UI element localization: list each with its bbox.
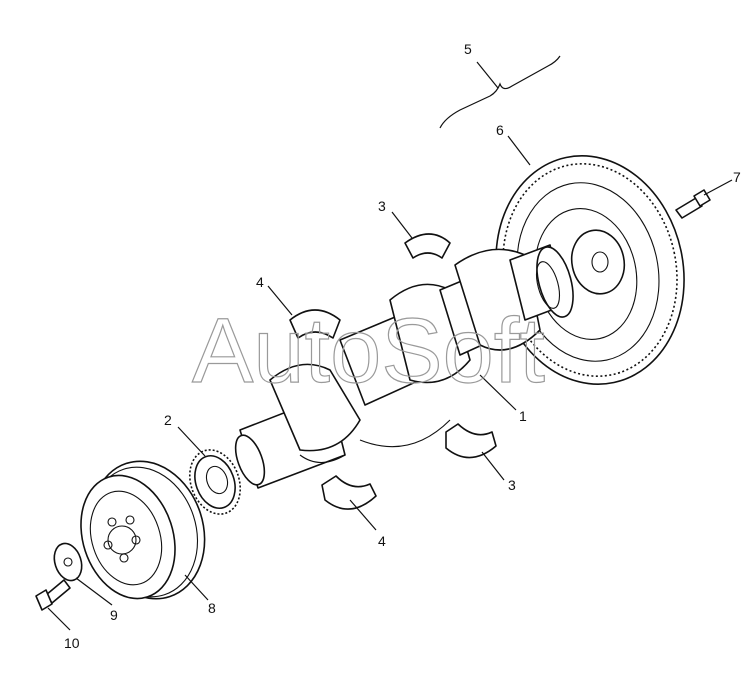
- callout-9: 9: [110, 607, 118, 623]
- callout-2: 2: [164, 412, 172, 428]
- crankshaft: [234, 244, 574, 489]
- callout-5: 5: [464, 41, 472, 57]
- timing-sprocket: [188, 449, 242, 515]
- callout-3-lower: 3: [508, 477, 516, 493]
- pulley-washer: [53, 542, 83, 582]
- callout-3-upper: 3: [378, 198, 386, 214]
- callout-6: 6: [496, 122, 504, 138]
- crankshaft-pulley: [80, 460, 206, 600]
- callout-7: 7: [733, 169, 741, 185]
- main-bearing-shell-upper: [404, 233, 451, 259]
- flywheel: [495, 155, 685, 385]
- callout-10: 10: [64, 635, 80, 651]
- main-bearing-shell-lower: [445, 423, 497, 459]
- watermark: AutoSoft: [192, 300, 545, 402]
- group-brace: [439, 55, 561, 129]
- callout-8: 8: [208, 600, 216, 616]
- pulley-bolt: [35, 579, 71, 611]
- callout-4-upper: 4: [256, 274, 264, 290]
- main-bearing-shell-upper-thrust: [289, 309, 341, 339]
- leader-lines: [47, 61, 733, 631]
- main-bearing-shell-lower-thrust: [321, 475, 377, 510]
- callout-4-lower: 4: [378, 533, 386, 549]
- callout-1: 1: [519, 408, 527, 424]
- flywheel-bolt: [675, 189, 711, 219]
